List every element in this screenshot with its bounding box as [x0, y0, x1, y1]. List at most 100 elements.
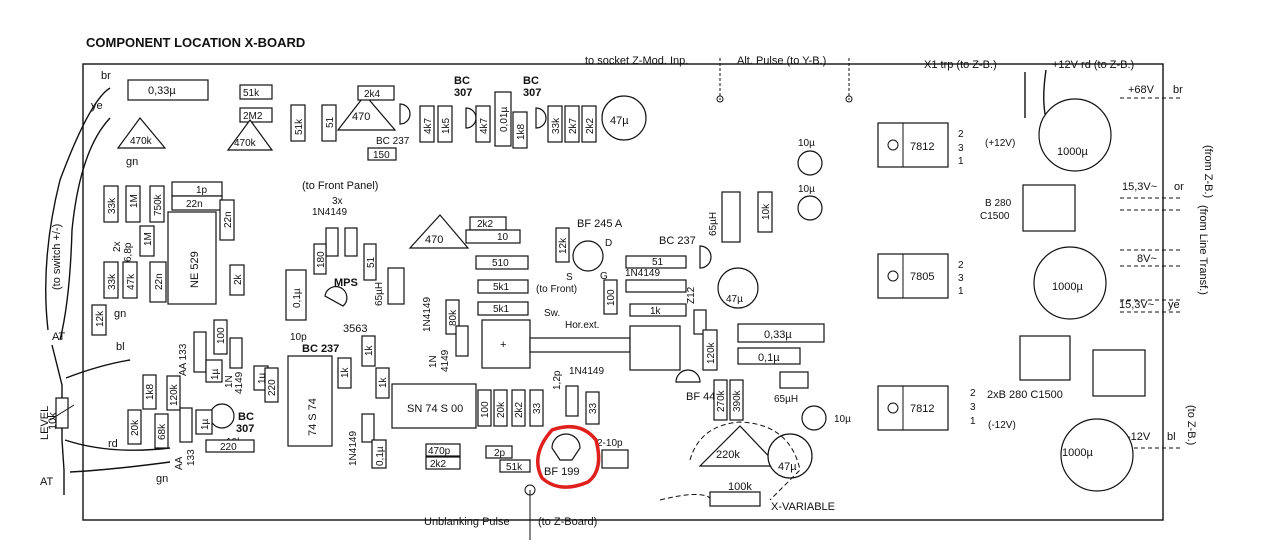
- cap-10a-label: 10µ: [798, 138, 815, 149]
- diode-a2: [344, 227, 358, 257]
- trim-470b: [408, 214, 470, 249]
- diode-1n4149d: [229, 337, 243, 369]
- label-3x: 3x: [332, 196, 343, 207]
- ic-7812b-hole: [887, 402, 899, 414]
- bf440-transistor: [675, 369, 701, 383]
- pin-2b: 2: [958, 260, 964, 271]
- trim-470a-label: 470: [352, 111, 370, 123]
- aa133b-label: AA: [174, 456, 185, 470]
- res-5k1b: [477, 301, 529, 316]
- res-1kb: [361, 335, 376, 367]
- coil-bridge: [529, 337, 631, 353]
- cap-01c-label: 0,1µ: [375, 446, 386, 466]
- diode-4149-label: 4149: [440, 349, 451, 372]
- res-33k2: [103, 185, 119, 223]
- bridge-b280b-a: [1019, 335, 1071, 381]
- res-33a: [529, 389, 544, 427]
- ind-65a: [387, 267, 405, 305]
- diode-1n4149c-label: 1N4149: [422, 297, 433, 332]
- ic-7812b-label: 7812: [910, 403, 934, 415]
- res-1k5: [437, 105, 453, 143]
- label-alt-pulse: Alt. Pulse (to Y-B.): [737, 55, 826, 67]
- left-at1: AT: [52, 331, 66, 343]
- res-4k7b: [475, 105, 491, 143]
- cap-1000a: [1038, 98, 1112, 172]
- ic-7812a-hole: [887, 139, 899, 151]
- left-at2: AT: [40, 476, 54, 488]
- res-47k: [122, 261, 138, 299]
- res-2k2c: [511, 389, 526, 427]
- res-5k1b-label: 5k1: [493, 304, 510, 315]
- res-1k8a-label: 1k8: [516, 123, 527, 140]
- level-pot-arrow: [49, 404, 75, 421]
- res-100b: [213, 319, 228, 355]
- res-100b-label: 100: [216, 327, 227, 344]
- cap-001-label: 0,01µ: [499, 107, 510, 132]
- diode-1n4149e-label: 1N4149: [348, 431, 359, 466]
- pin-3a: 3: [958, 143, 964, 154]
- cap-01a: [285, 269, 307, 321]
- label-mps: MPS: [334, 277, 358, 289]
- cap-22n3: [149, 261, 167, 303]
- bridge-b280b-b: [1092, 349, 1146, 397]
- res-510-label: 510: [492, 258, 509, 269]
- bridge-b280a: [1022, 184, 1076, 232]
- res-1k8b: [142, 374, 157, 410]
- left-gn3: gn: [156, 473, 168, 485]
- res-100a: [603, 279, 618, 315]
- res-750k-label: 750k: [153, 193, 164, 216]
- res-100c-label: 100: [480, 401, 491, 418]
- res-100a-label: 100: [606, 289, 617, 306]
- res-51c-label: 51: [652, 257, 664, 268]
- diode-1n-4149: [455, 325, 469, 357]
- cap-033a-label: 0,33µ: [148, 85, 176, 97]
- left-ye: ye: [91, 100, 103, 112]
- res-12k-left-label: 12k: [95, 310, 106, 327]
- res-2k2b-label: 2k2: [477, 219, 494, 230]
- cap-1u: [205, 359, 223, 383]
- bc307a-label2: 307: [454, 87, 472, 99]
- trim-470b-label: 470: [425, 234, 443, 246]
- res-2k: [229, 264, 245, 296]
- ic-74s74-label: 74 S 74: [307, 398, 319, 436]
- right-15v-b: 15,3V~: [1119, 299, 1154, 311]
- bc307a-label: BC: [454, 75, 470, 87]
- trim-220k-label: 220k: [716, 449, 740, 461]
- ic-7812a-label: 7812: [910, 141, 934, 153]
- res-1ka-label: 1k: [340, 366, 351, 378]
- cap-47b-label: 47µ: [726, 294, 743, 305]
- cap-22n2-label: 22n: [223, 211, 234, 228]
- ic-74s74: [287, 355, 333, 447]
- res-12k: [555, 227, 570, 263]
- pin-1c: 1: [970, 416, 976, 427]
- res-51b: [363, 243, 377, 281]
- res-180: [313, 243, 327, 275]
- res-220b-label: 220: [220, 442, 237, 453]
- diode-1n4149b-label: 1N4149: [625, 268, 660, 279]
- cap-01c: [371, 439, 387, 469]
- res-2k2d: [425, 456, 461, 470]
- bridge-c1500a-label: C1500: [980, 211, 1010, 222]
- ic-7805: [877, 253, 949, 299]
- cap-1u3-label: 1µ: [200, 418, 211, 430]
- res-2m2-label: 2M2: [243, 111, 263, 122]
- cap-470p: [425, 443, 461, 457]
- bf199-highlight-circle: [536, 424, 601, 489]
- res-4k7a: [419, 105, 435, 143]
- trim-470k-1: [116, 117, 167, 149]
- res-51c: [625, 255, 687, 269]
- res-12k-label: 12k: [558, 237, 569, 254]
- res-47k-label: 47k: [126, 273, 137, 290]
- right-m12v: -12V: [1127, 431, 1151, 443]
- z12-label: Z12: [686, 286, 697, 304]
- res-100c: [477, 389, 492, 427]
- res-51-label: 51: [325, 116, 336, 128]
- z-mod-pad: [716, 95, 724, 103]
- cap-033b-label: 0,33µ: [764, 329, 792, 341]
- res-51k: [239, 84, 273, 100]
- res-750k: [149, 185, 165, 223]
- trim-470k-2: [226, 118, 274, 151]
- coil-left: [481, 319, 531, 369]
- ind-65b-label: 65µH: [708, 212, 719, 236]
- label-plus12: +12V rd (to Z-B.): [1052, 59, 1134, 71]
